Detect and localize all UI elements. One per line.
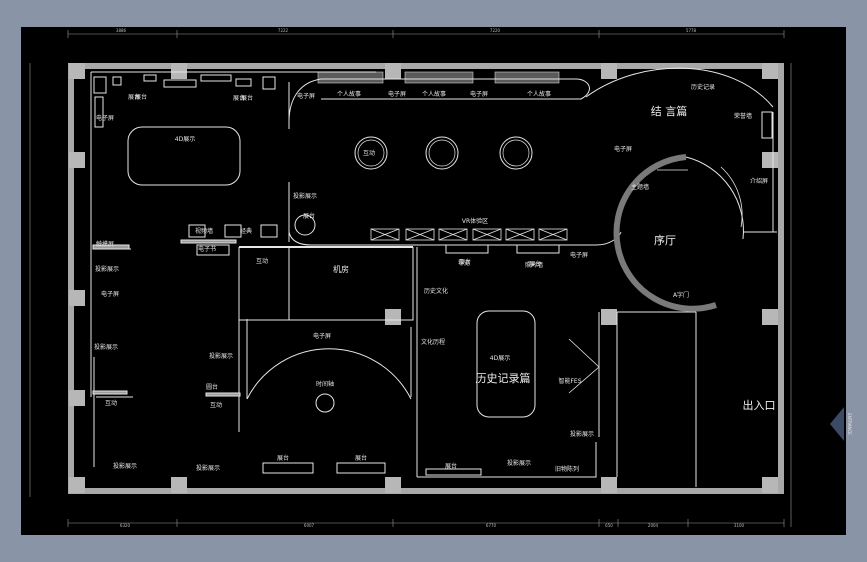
entrance-label: ENTRANCE bbox=[847, 413, 852, 435]
label-theme-wall: 主题墙 bbox=[631, 183, 649, 191]
label-projection-3: 投影展示 bbox=[209, 352, 233, 360]
label-personal-3: 个人故事 bbox=[527, 90, 551, 98]
label-projection-7: 投影展示 bbox=[570, 430, 594, 438]
label-touch-8: 电子屏 bbox=[570, 251, 588, 259]
small-labels: 展台 展台 电子屏 电子屏 电子屏 电子屏 电子屏 电子屏 电子屏 电子屏 个人… bbox=[94, 83, 768, 473]
label-display-table-1: 展台 bbox=[128, 93, 140, 101]
label-personal-2: 个人故事 bbox=[422, 90, 446, 98]
label-retro-items: 旧物陈列 bbox=[555, 465, 579, 473]
dim-top-1: 3886 bbox=[116, 28, 127, 33]
label-guide: 导览 bbox=[458, 259, 470, 267]
label-projection-5: 投影展示 bbox=[196, 464, 220, 472]
room-main-hall: 序厅 bbox=[654, 233, 676, 247]
dim-top-4: 5778 bbox=[686, 28, 697, 33]
room-exit: 出入口 bbox=[743, 398, 776, 412]
label-display-tag-5: 展台 bbox=[529, 260, 541, 268]
dim-bottom-6: 3100 bbox=[734, 523, 745, 528]
label-interactive-4: 互动 bbox=[256, 258, 268, 265]
dim-bottom-2: 6007 bbox=[304, 523, 315, 528]
entrance-marker: ENTRANCE bbox=[830, 407, 852, 441]
label-round-table: 圆台 bbox=[206, 383, 218, 391]
label-4d-1: 4D展示 bbox=[175, 136, 195, 143]
dim-bottom-4: 650 bbox=[605, 523, 613, 528]
direction-arrow bbox=[568, 338, 600, 394]
label-touch-5: 电子屏 bbox=[101, 290, 119, 298]
label-intro-screen: 介绍屏 bbox=[750, 177, 768, 185]
label-4d-2: 4D展示 bbox=[490, 355, 510, 362]
cad-viewport[interactable]: 3886 7222 7220 5778 6320 6007 6770 650 2… bbox=[21, 27, 852, 535]
round-stands bbox=[294, 136, 533, 413]
label-projection-1: 投影展示 bbox=[95, 265, 119, 273]
room-conclusion: 结 言篇 bbox=[651, 104, 688, 118]
label-projection-6: 投影展示 bbox=[507, 459, 531, 467]
label-touch-7: 电子屏 bbox=[614, 145, 632, 153]
label-video-wall: 视频墙 bbox=[195, 227, 213, 235]
label-display-tag-3: 展台 bbox=[445, 462, 457, 470]
label-personal-1: 个人故事 bbox=[337, 90, 361, 98]
label-projection-4: 投影展示 bbox=[113, 462, 137, 470]
label-display-tag-7: 展台 bbox=[135, 93, 147, 101]
label-vr-area: VR体验区 bbox=[462, 217, 488, 225]
label-display-tag-6: 展台 bbox=[303, 212, 315, 220]
label-classic: 经典 bbox=[240, 227, 252, 235]
label-display-table-2: 展台 bbox=[233, 94, 245, 102]
label-timeline: 时间轴 bbox=[316, 380, 334, 388]
columns bbox=[69, 63, 778, 493]
dim-bottom-1: 6320 bbox=[120, 523, 131, 528]
label-projection-8: 投影展示 bbox=[293, 192, 317, 200]
room-history: 历史记录篇 bbox=[476, 371, 531, 385]
label-touch-1: 电子屏 bbox=[96, 114, 114, 122]
label-e-exhibit: 电子书 bbox=[198, 245, 216, 253]
dimension-lines bbox=[29, 30, 792, 527]
crossed-cabinets bbox=[370, 228, 568, 241]
label-interactive-1: 互动 bbox=[363, 150, 375, 157]
main-hall-ring bbox=[613, 154, 744, 312]
dim-bottom-3: 6770 bbox=[486, 523, 497, 528]
label-touch-2: 电子屏 bbox=[297, 92, 315, 100]
label-touch-6: 电子屏 bbox=[313, 332, 331, 340]
room-machine: 机房 bbox=[333, 264, 349, 274]
label-touch-4: 电子屏 bbox=[470, 90, 488, 98]
label-history-record: 历史记录 bbox=[691, 83, 715, 91]
label-touch-3: 电子屏 bbox=[388, 90, 406, 98]
label-touchscreen: 触摸屏 bbox=[96, 240, 114, 248]
label-intelligent: 智能FES bbox=[558, 377, 581, 385]
label-photo-wall: 照片墙 bbox=[525, 261, 543, 269]
label-display-tag-8: 展台 bbox=[241, 94, 253, 102]
label-culture-corridor: 文化历程 bbox=[421, 338, 445, 346]
entrance-arrow-icon bbox=[830, 407, 844, 441]
dim-top-2: 7222 bbox=[278, 28, 289, 33]
outer-walls bbox=[68, 63, 784, 494]
label-projection-2: 投影展示 bbox=[94, 343, 118, 351]
hatched-panels bbox=[317, 71, 560, 84]
label-honor-wall: 荣誉墙 bbox=[734, 112, 752, 120]
dim-top-3: 7220 bbox=[490, 28, 501, 33]
display-cases bbox=[92, 74, 773, 476]
label-display-tag-4: 展台 bbox=[459, 258, 471, 266]
label-display-tag-2: 展台 bbox=[355, 454, 367, 462]
dim-bottom-5: 2004 bbox=[648, 523, 659, 528]
label-interactive-3: 互动 bbox=[210, 402, 222, 409]
floor-plan: 3886 7222 7220 5778 6320 6007 6770 650 2… bbox=[29, 28, 792, 528]
label-interactive-2: 互动 bbox=[105, 400, 117, 407]
label-display-tag-1: 展台 bbox=[277, 454, 289, 462]
label-history-culture: 历史文化 bbox=[424, 287, 448, 295]
label-door: A字门 bbox=[673, 291, 689, 299]
